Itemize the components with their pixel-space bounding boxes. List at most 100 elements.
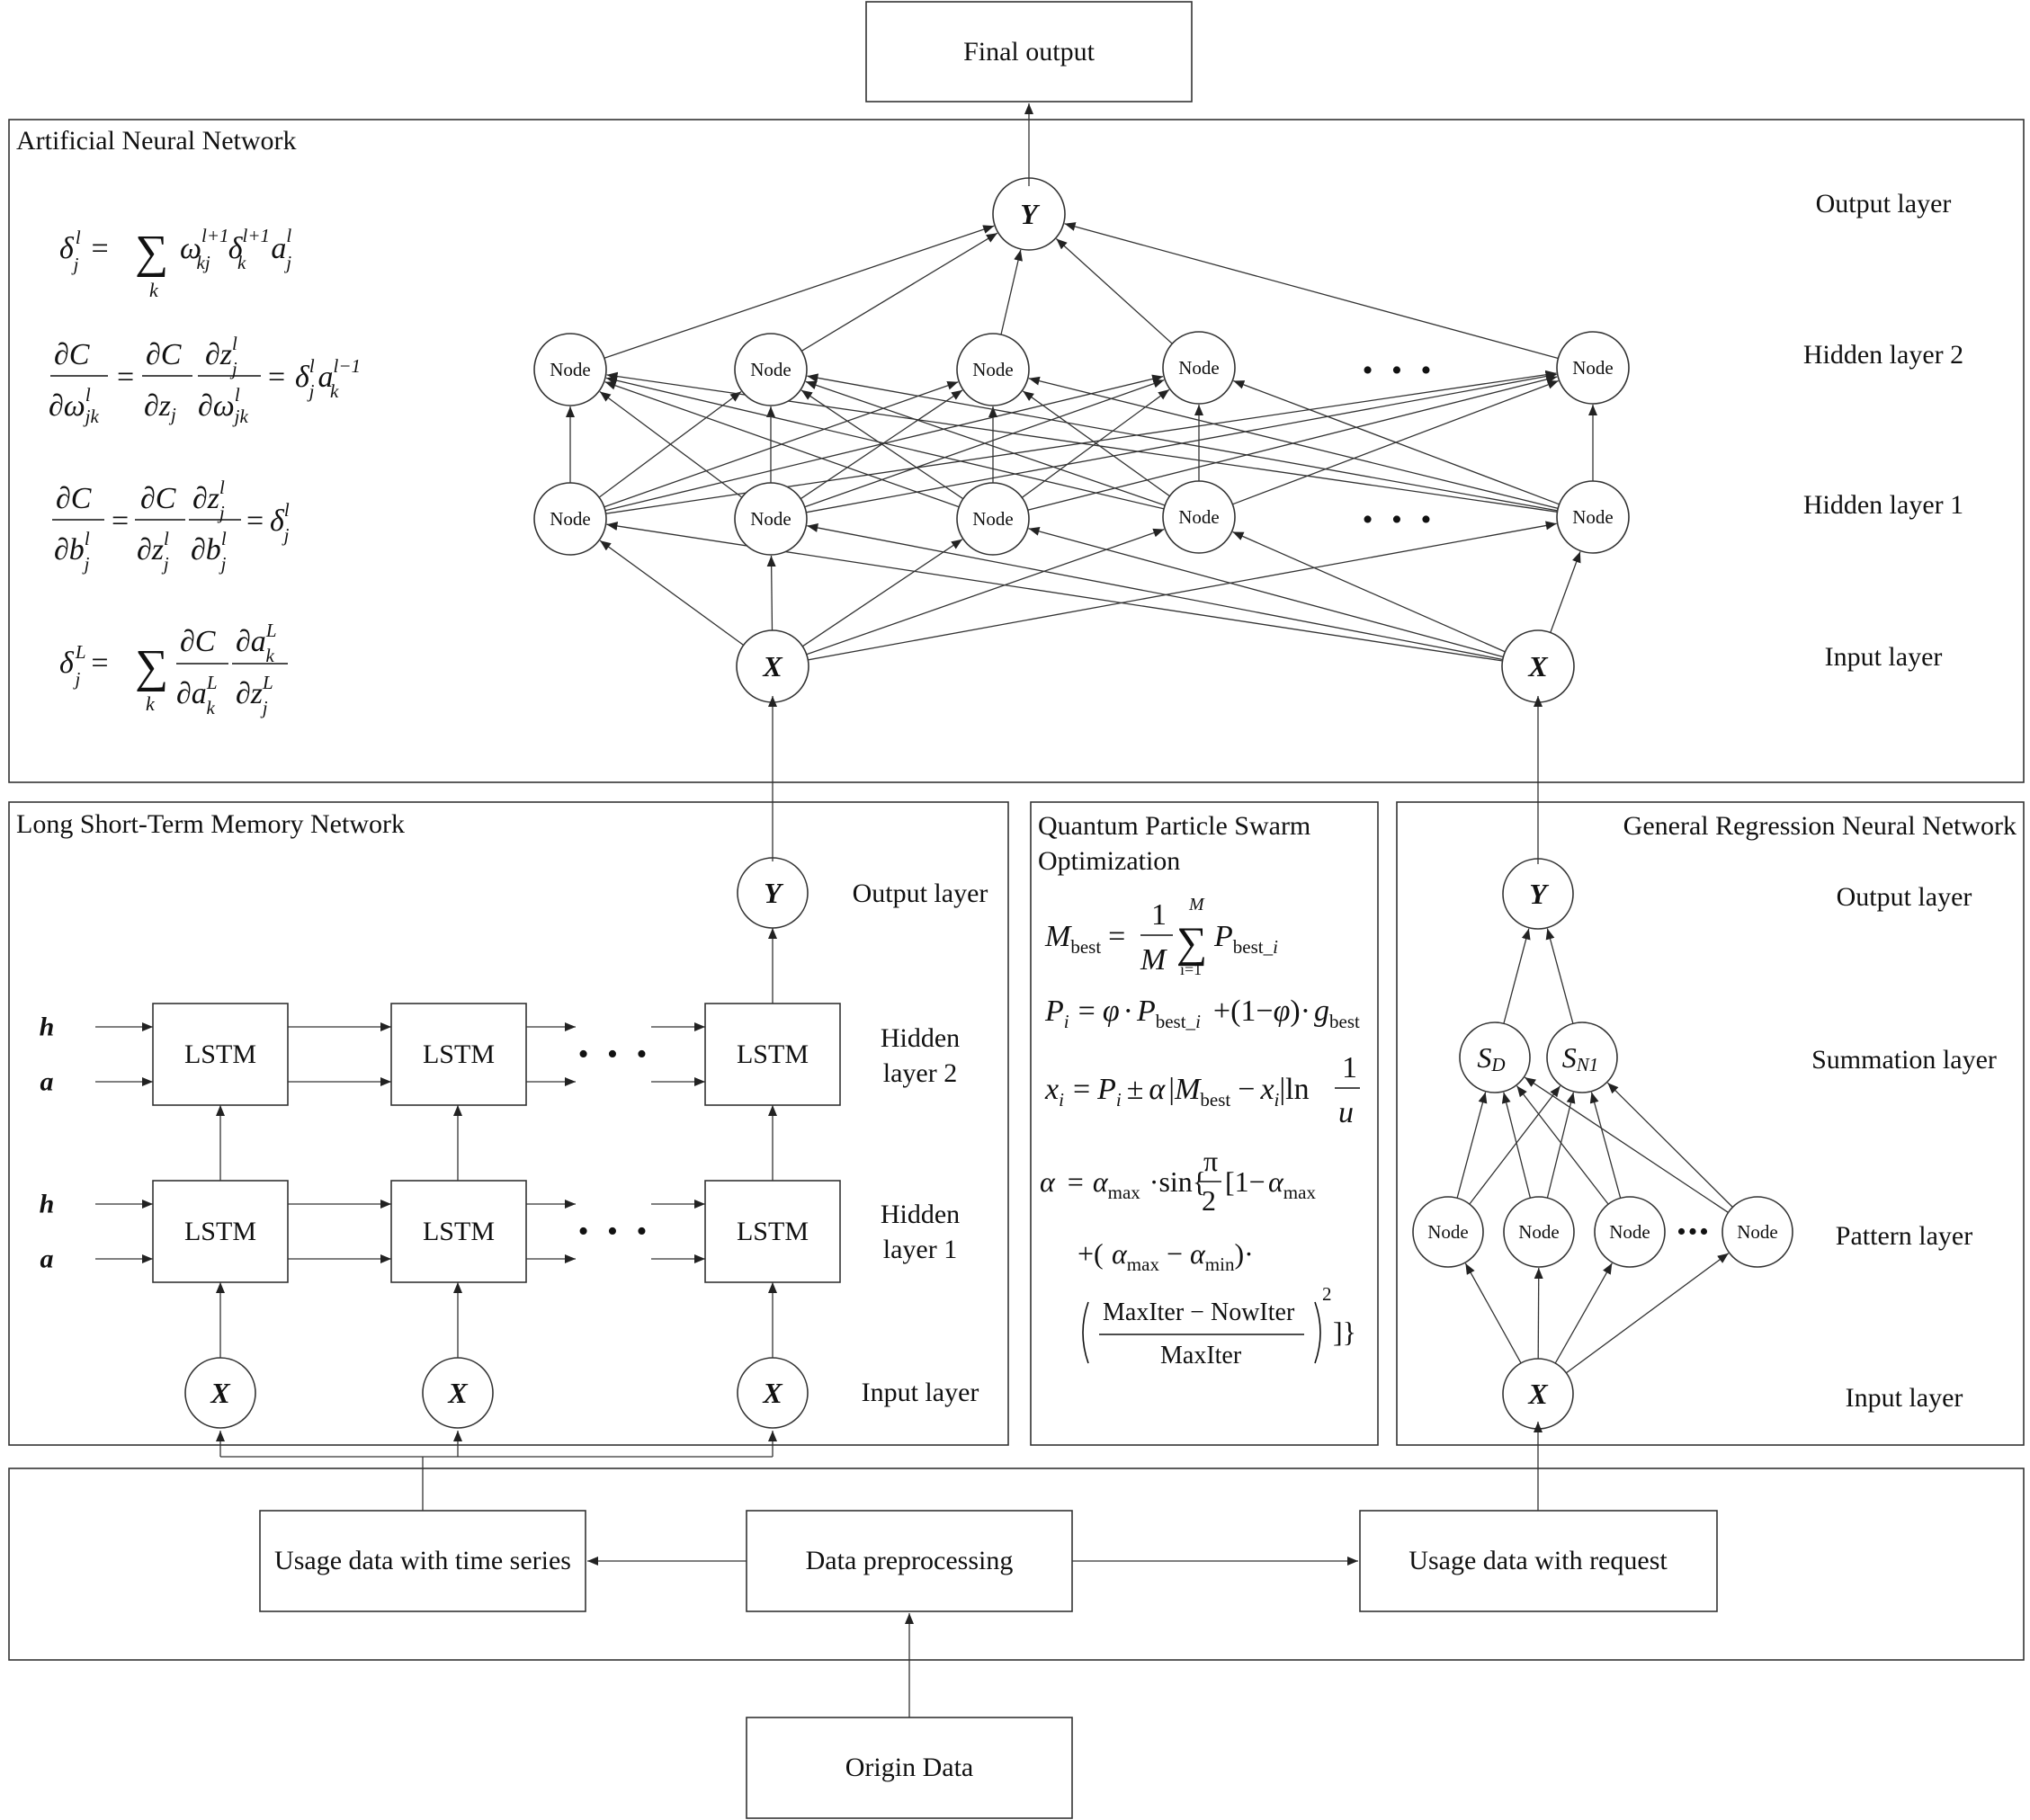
lstm-cell-label: LSTM [184,1039,256,1069]
lstm-output-layer-label: Output layer [853,879,988,908]
origin-data-box [746,1717,1073,1819]
data-panel [8,1468,2025,1661]
ann-input-symbol: X [762,650,782,682]
ann-hidden1-node-label: Node [1178,506,1220,528]
lstm-ellipsis: • • • [578,1215,653,1248]
ann-edge-input-2-to-h1-2 [807,523,1539,667]
qpso-formula-mbest: Mbest= 1 M M ∑ i=1 Pbest_i [1044,895,1278,978]
lstm-hidden-layer-1-label-line2: layer 1 [883,1235,957,1264]
ann-hidden2-node [533,333,607,406]
svg-text:k: k [149,279,159,301]
lstm-cell-label: LSTM [737,1039,809,1069]
svg-text:∂zlj: ∂zlj [137,528,169,575]
grnn-input-symbol: X [1527,1378,1548,1410]
grnn-sn-node [1546,1022,1618,1093]
svg-text:∂C: ∂C [56,482,92,515]
svg-text:k: k [146,692,156,715]
ann-edge-h2-4-to-output [1055,238,1173,344]
lstm-ellipsis: • • • [578,1038,653,1071]
svg-text:∂aLk: ∂aLk [176,672,218,718]
ann-hidden2-node-label: Node [1572,357,1614,379]
ann-input-layer-label: Input layer [1825,642,1943,672]
grnn-pattern-node-label: Node [1737,1221,1778,1243]
ann-hidden1-node-label: Node [1572,506,1614,528]
ann-hidden2-node [1556,331,1630,405]
svg-text:xi=Pi±α|Mbest−xi|ln: xi=Pi±α|Mbest−xi|ln [1044,1073,1310,1111]
ann-edge-input-1-to-h1-4 [772,528,1165,667]
svg-text:∂zLj: ∂zLj [236,672,273,718]
lstm-cell-label: LSTM [423,1217,495,1246]
lstm-input-layer-label: Input layer [862,1378,979,1407]
ann-edge-input-1-to-h1-3 [772,539,963,667]
svg-text:∂zj: ∂zj [144,389,176,425]
ann-edge-h1-4-to-h2-3 [1022,390,1170,497]
lstm-cell [390,1180,527,1283]
svg-text:u: u [1338,1096,1354,1129]
lstm-panel [8,801,1009,1446]
lstm-a-label: a [40,1067,54,1097]
lstm-a-label: a [40,1245,54,1274]
grnn-input-to-pattern-arrow [1554,1262,1613,1364]
lstm-output-symbol: Y [764,877,783,909]
svg-text:∂zlj: ∂zlj [192,477,225,523]
grnn-input-layer-label: Input layer [1846,1383,1963,1413]
grnn-pattern-node-label: Node [1518,1221,1560,1243]
qpso-panel [1030,801,1379,1446]
ann-edge-h2-1-to-output [604,225,995,359]
qpso-formula-alpha: α=αmax·sin{ π 2 [1−αmax +(αmax−αmin)· Ma… [1040,1145,1356,1369]
svg-text:MaxIter: MaxIter [1160,1342,1242,1369]
grnn-pattern-to-summation-arrow [1501,1092,1532,1199]
svg-text:∂C: ∂C [54,338,90,371]
ann-input-symbol: X [1527,650,1548,682]
ann-hidden2-ellipsis: • • • [1363,354,1437,388]
data-preprocessing-label: Data preprocessing [806,1546,1014,1575]
grnn-pattern-to-summation-arrow [1589,1092,1622,1199]
lstm-hidden-layer-2-label-line1: Hidden [881,1023,960,1053]
qpso-title-line2: Optimization [1038,846,1180,876]
svg-text:1: 1 [1151,898,1167,932]
ann-panel [8,119,2025,783]
grnn-pattern-node [1503,1196,1575,1268]
svg-text:∂blj: ∂blj [54,528,90,575]
grnn-pattern-node [1721,1196,1793,1268]
lstm-hidden-layer-1-label-line1: Hidden [881,1200,960,1229]
final-output-label: Final output [963,37,1095,67]
grnn-pattern-to-summation-arrow [1469,1085,1561,1205]
ann-hidden2-node-label: Node [1178,357,1220,379]
svg-text:Pbest_i: Pbest_i [1213,920,1278,958]
svg-text:MaxIter − NowIter: MaxIter − NowIter [1103,1298,1295,1326]
time-series-feed-line [220,1456,773,1511]
lstm-title: Long Short-Term Memory Network [16,809,405,839]
grnn-sn-label: SN1 [1562,1041,1599,1075]
svg-text:∂C: ∂C [180,625,216,658]
grnn-pattern-node [1594,1196,1666,1268]
svg-text:+(: +( [1078,1237,1104,1270]
svg-text:αmax: αmax [1268,1165,1316,1203]
grnn-summation-layer-label: Summation layer [1811,1045,1997,1075]
svg-text:δlj: δlj [270,499,290,546]
ann-output-symbol: Y [1020,198,1040,230]
origin-data-label: Origin Data [845,1753,973,1782]
ann-edge-h2-3-to-output [1000,249,1023,335]
ann-hidden2-node [956,333,1030,406]
grnn-title: General Regression Neural Network [1623,811,2017,841]
ann-edge-h1-4-to-h2-2 [805,380,1166,506]
svg-text:[1−: [1− [1225,1165,1265,1198]
ann-edge-h1-2-to-h2-1 [599,390,743,498]
svg-text:1: 1 [1342,1051,1357,1084]
svg-text:=: = [112,504,129,538]
ann-hidden1-ellipsis: • • • [1363,504,1437,537]
ann-hidden1-node [1162,480,1236,554]
grnn-sd-label: SD [1477,1041,1505,1075]
grnn-pattern-to-summation-arrow [1456,1092,1488,1199]
lstm-cell [390,1003,527,1106]
grnn-summation-to-output-arrow [1503,928,1531,1024]
